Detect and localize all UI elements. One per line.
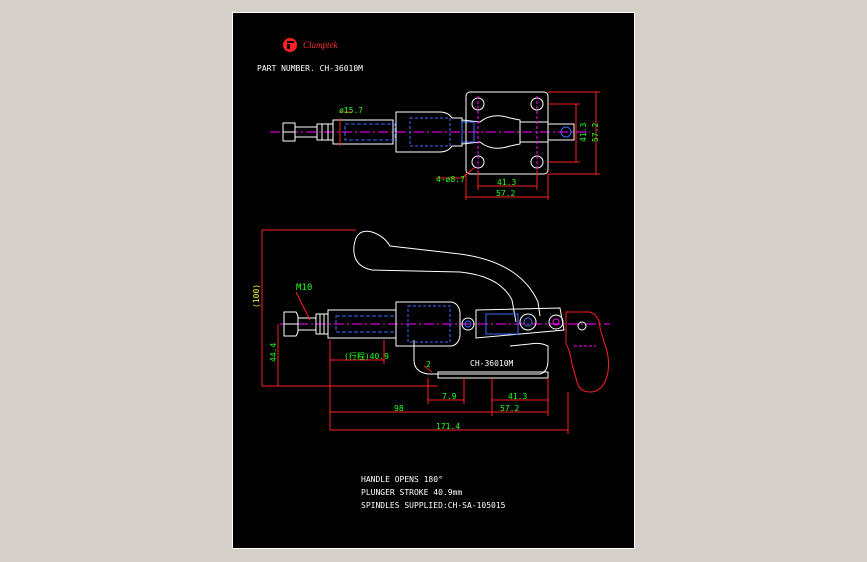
dim-to-base: 98 [394,404,404,413]
dim-base-width: 57.2 [496,189,515,198]
dim-overall-height: (100) [252,284,261,308]
part-number: PART NUMBER. CH-36010M [257,64,363,73]
dim-hole-pitch: 41.3 [508,392,527,401]
side-view [261,229,610,434]
brand-logo-text: Clamptek [303,40,338,50]
body-label: CH-36010M [470,359,514,368]
note-line-1: HANDLE OPENS 180° [361,475,443,484]
dim-offset: 7.9 [442,392,457,401]
drawing-sheet [232,12,635,549]
top-view [270,91,600,200]
dim-hole-spacing-h: 41.3 [497,178,516,187]
dim-stroke: (行程)40.9 [344,351,389,361]
dim-small-gap: 2 [426,360,431,369]
dim-base-len: 57.2 [500,404,519,413]
dim-base-to-axis: 44.4 [269,343,278,362]
clamptek-logo: Clamptek [283,38,338,52]
dim-hole-note: 4-ø8.7 [436,175,465,184]
dim-phi-pin: ø15.7 [339,106,363,115]
dim-base-height: 57.2 [591,123,600,142]
note-line-2: PLUNGER STROKE 40.9mm [361,488,462,497]
dim-overall-len: 171.4 [436,422,460,431]
dim-thread: M10 [296,283,312,293]
notes-block: HANDLE OPENS 180° PLUNGER STROKE 40.9mm … [361,475,506,510]
note-line-3: SPINDLES SUPPLIED:CH-SA-105015 [361,501,506,510]
dim-hole-spacing-v: 41.3 [579,123,588,142]
